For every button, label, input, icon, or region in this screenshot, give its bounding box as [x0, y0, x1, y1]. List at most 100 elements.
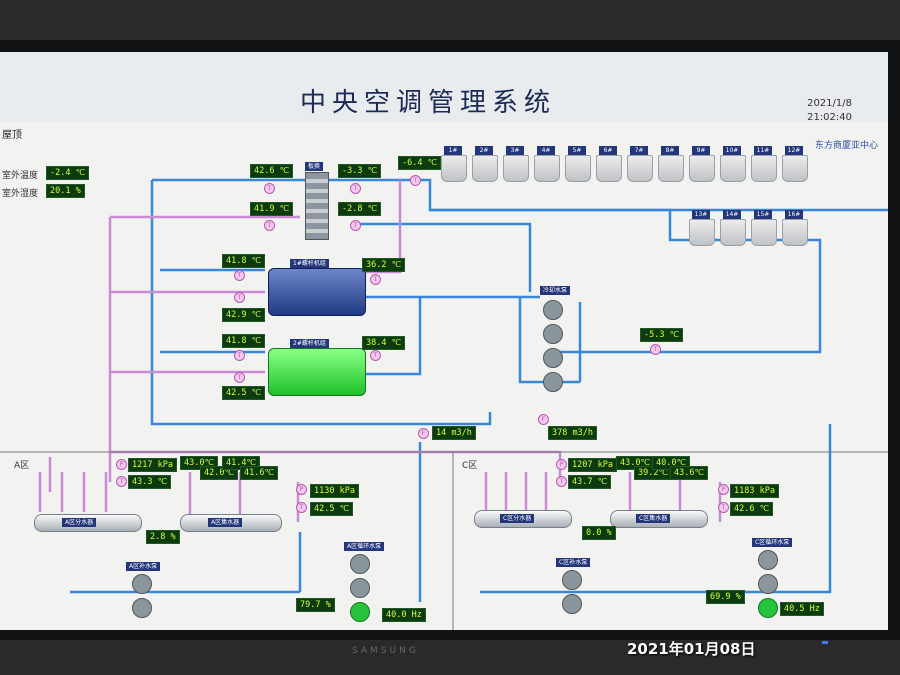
tower-label: 16# [785, 210, 803, 219]
cooling-tower[interactable]: 13# [688, 210, 715, 246]
zone-c-circ-pump[interactable] [758, 550, 778, 570]
zone-a-circ-pump-label: A区循环水泵 [344, 542, 385, 551]
sensor-point[interactable]: T [234, 270, 245, 281]
hx-return-temp-1: -3.3 ℃ [338, 164, 382, 178]
sensor-point[interactable]: T [370, 274, 381, 285]
sensor-point[interactable]: T [350, 220, 361, 231]
zone-a-distributor-label: A区分水器 [62, 518, 97, 527]
cooling-tower[interactable]: 1# [440, 146, 467, 182]
zone-c-valve-opening: 0.0 % [582, 526, 616, 540]
pink-pipe-risersA [38, 472, 108, 512]
zone-a-return-temp: 42.5 ℃ [310, 502, 354, 516]
outdoor-temp-value: -2.4 ℃ [46, 166, 90, 180]
sensor-point[interactable]: T [264, 183, 275, 194]
cooling-tower[interactable]: 12# [781, 146, 808, 182]
sensor-point[interactable]: T [264, 220, 275, 231]
sensor-point[interactable]: T [116, 476, 127, 487]
chiller-2-temp-a: 41.8 ℃ [222, 334, 266, 348]
zone-c-makeup-pump[interactable] [562, 570, 582, 590]
sensor-point[interactable]: P [296, 484, 307, 495]
flow-meter-2: 378 m3/h [548, 426, 597, 440]
sensor-point[interactable]: T [234, 350, 245, 361]
sensor-point[interactable]: P [556, 459, 567, 470]
sensor-point[interactable]: T [234, 292, 245, 303]
blue-pipe-hx [355, 222, 532, 292]
time-display: 21:02:40 [807, 112, 852, 123]
cooling-tower[interactable]: 9# [688, 146, 715, 182]
cooling-pump[interactable] [543, 372, 563, 392]
cooling-pump[interactable] [543, 348, 563, 368]
tower-label: 10# [723, 146, 741, 155]
cooling-pump[interactable] [543, 300, 563, 320]
cooling-tower[interactable]: 6# [595, 146, 622, 182]
zone-a-circ-pump-running[interactable] [350, 602, 370, 622]
zone-a-makeup-pump[interactable] [132, 574, 152, 594]
sensor-point[interactable]: P [116, 459, 127, 470]
chiller-1-temp-a: 41.8 ℃ [222, 254, 266, 268]
cooling-tower[interactable]: 16# [781, 210, 808, 246]
zone-c-circ-pump-label: C区循环水泵 [752, 538, 793, 547]
sensor-point[interactable]: T [296, 502, 307, 513]
tower-label: 4# [537, 146, 555, 155]
cooling-tower[interactable]: 3# [502, 146, 529, 182]
sensor-point[interactable]: T [350, 183, 361, 194]
zone-c-makeup-pump-label: C区补水泵 [556, 558, 591, 567]
chiller-1-label: 1#螺杆机组 [290, 259, 329, 268]
chiller-2-label: 2#螺杆机组 [290, 339, 329, 348]
zone-c-circ-pump[interactable] [758, 574, 778, 594]
zone-c-makeup-pump[interactable] [562, 594, 582, 614]
zone-a-valve-opening: 2.8 % [146, 530, 180, 544]
chiller-1[interactable] [268, 268, 366, 316]
scada-screen: 中央空调管理系统 2021/1/8 21:02:40 东方商厦亚中心 屋顶 [0, 52, 888, 630]
cooling-tower[interactable]: 4# [533, 146, 560, 182]
blue-pipe-ch1 [160, 268, 540, 354]
zone-a-makeup-pump[interactable] [132, 598, 152, 618]
plate-heat-exchanger[interactable] [305, 172, 329, 240]
zone-a-circ-pump[interactable] [350, 578, 370, 598]
tower-label: 2# [475, 146, 493, 155]
cooling-tower[interactable]: 2# [471, 146, 498, 182]
tower-label: 14# [723, 210, 741, 219]
sensor-point[interactable]: T [234, 372, 245, 383]
date-display: 2021/1/8 [807, 98, 852, 109]
cooling-tower[interactable]: 11# [750, 146, 777, 182]
blue-pipe-zoneA [70, 442, 422, 602]
sensor-point[interactable]: T [556, 476, 567, 487]
hx-inlet-temp: 42.6 ℃ [250, 164, 294, 178]
cooling-tower[interactable]: 5# [564, 146, 591, 182]
zone-c-pump-percent: 69.9 % [706, 590, 745, 604]
pink-pipe-risersC [484, 472, 548, 512]
flow-meter-1: 14 m3/h [432, 426, 476, 440]
zone-a-label: A区 [14, 461, 30, 471]
chiller-2[interactable] [268, 348, 366, 396]
blue-pipe-zoneC [480, 424, 832, 594]
sensor-point[interactable]: T [410, 175, 421, 186]
sensor-point[interactable]: T [370, 350, 381, 361]
outdoor-humidity-value: 20.1 % [46, 184, 85, 198]
cooling-tower[interactable]: 7# [626, 146, 653, 182]
cooling-tower[interactable]: 15# [750, 210, 777, 246]
zone-a-pressure: 1217 kPa [128, 458, 177, 472]
cooling-tower[interactable]: 14# [719, 210, 746, 246]
pink-pipe-zoneA [48, 452, 300, 522]
sensor-point[interactable]: T [718, 502, 729, 513]
flow-sensor[interactable]: F [538, 414, 549, 425]
tower-label: 5# [568, 146, 586, 155]
zone-c-circ-pump-running[interactable] [758, 598, 778, 618]
zone-c-frequency: 40.5 Hz [780, 602, 824, 616]
chiller-2-temp-b: 42.5 ℃ [222, 386, 266, 400]
tower-label: 8# [661, 146, 679, 155]
zone-c-distributor-label: C区分水器 [500, 514, 535, 523]
zone-c-pressure: 1207 kPa [568, 458, 617, 472]
tower-label: 15# [754, 210, 772, 219]
sensor-point[interactable]: P [718, 484, 729, 495]
zone-a-branch-temp: 41.6℃ [240, 466, 279, 480]
cooling-tower[interactable]: 8# [657, 146, 684, 182]
sensor-point[interactable]: T [650, 344, 661, 355]
zone-c-return-pressure: 1183 kPa [730, 484, 779, 498]
cooling-pump[interactable] [543, 324, 563, 344]
flow-sensor[interactable]: F [418, 428, 429, 439]
blue-pipe-vert-left [150, 180, 492, 426]
zone-a-circ-pump[interactable] [350, 554, 370, 574]
cooling-tower[interactable]: 10# [719, 146, 746, 182]
